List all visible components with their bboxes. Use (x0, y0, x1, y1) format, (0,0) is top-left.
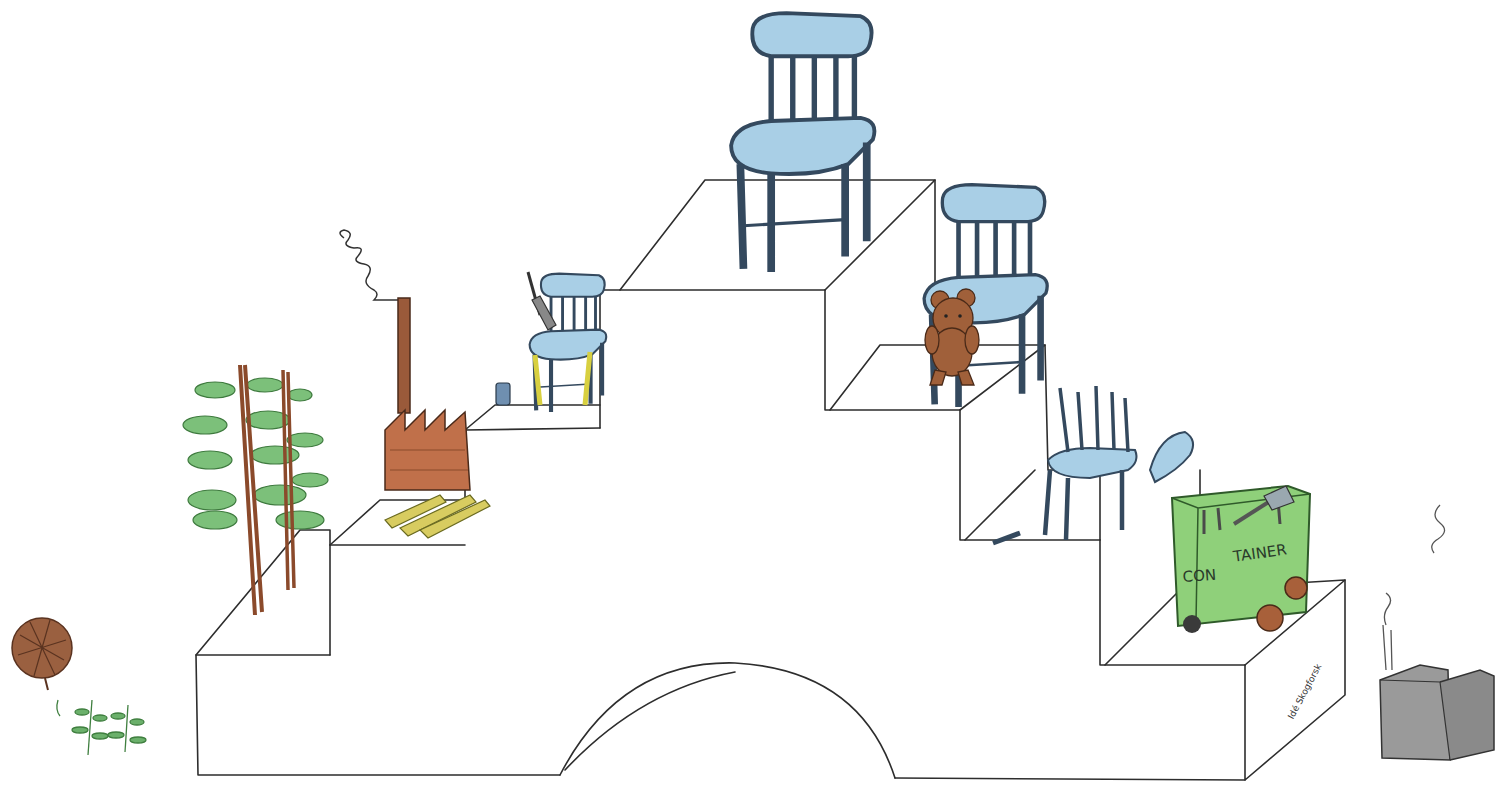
container-text: CON (1182, 566, 1217, 586)
trees (183, 365, 328, 615)
watermark: Idé Skogforsk (1286, 662, 1323, 720)
new-chair (731, 13, 874, 272)
pine-cone (12, 618, 72, 690)
used-chair-with-teddy (924, 185, 1047, 407)
seedlings (57, 700, 146, 755)
sawmill-factory (340, 230, 490, 538)
incinerator (1380, 505, 1494, 760)
container-node: CONTAINER (1168, 484, 1314, 640)
broken-chair (993, 386, 1193, 543)
painted-chair (496, 272, 606, 412)
